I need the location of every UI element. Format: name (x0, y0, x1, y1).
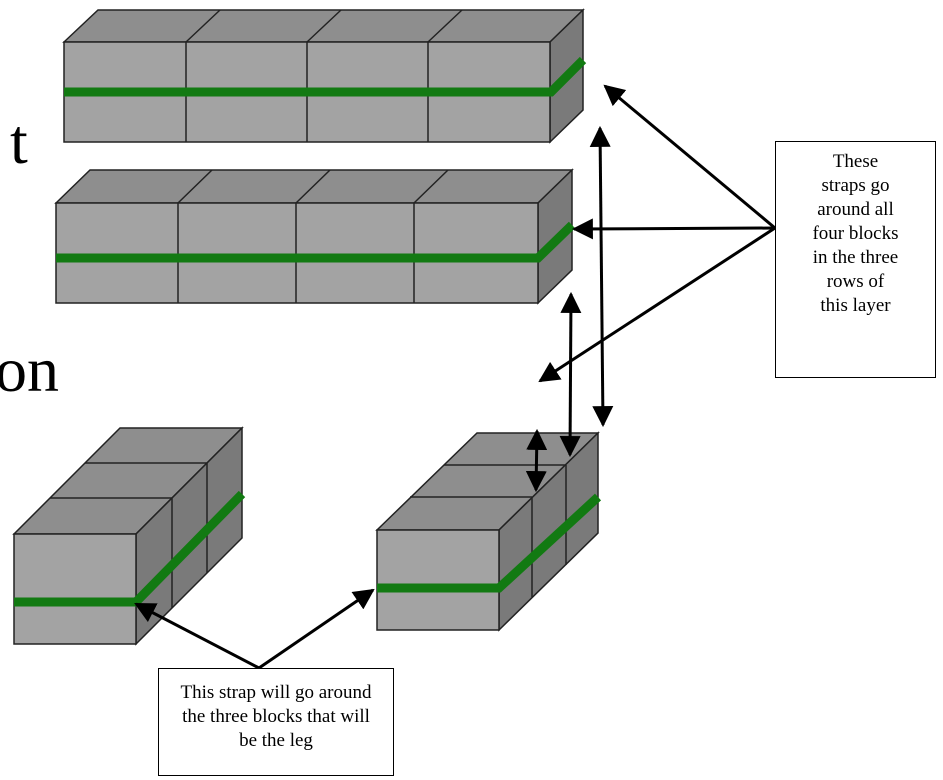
callout-leg-line: be the leg (239, 730, 313, 751)
arrow-to-row-3 (538, 226, 776, 383)
arrow-to-row-2 (571, 218, 776, 240)
left-leg-strap (14, 490, 246, 607)
partial-text-top: t (10, 106, 28, 177)
left-leg-blocks (12, 426, 246, 646)
right-leg-blocks (375, 431, 602, 632)
callout-rows-line: in the three (812, 247, 899, 268)
row-2-front-face (55, 202, 539, 304)
right-leg-front-face (376, 529, 500, 631)
callout-rows-line: These (832, 151, 879, 172)
span-arrow-middle (559, 291, 582, 458)
callout-rows-line: straps go (821, 175, 890, 196)
callout-rows-line: this layer (820, 295, 891, 316)
callout-rows-line: rows of (826, 271, 885, 292)
callout-rows-note: These straps go around all four blocks i… (775, 141, 936, 378)
left-leg-front-face (13, 533, 137, 645)
callout-leg-line: the three blocks that will (182, 706, 370, 727)
callout-arrows (134, 84, 776, 670)
arrow-to-right-leg (258, 588, 375, 670)
callout-rows-line: around all (817, 199, 894, 220)
row-1-blocks (62, 8, 587, 144)
callout-leg-line: This strap will go around (180, 682, 372, 703)
callout-rows-line: four blocks (812, 223, 899, 244)
partial-text-middle: on (0, 334, 59, 405)
arrow-to-row-1 (603, 84, 776, 230)
span-arrow-short (525, 428, 548, 493)
span-arrow-long (589, 125, 614, 428)
row-2-blocks (54, 168, 576, 305)
row-2-strap (56, 221, 576, 263)
arrow-to-left-leg (134, 602, 260, 670)
row-1-strap (64, 56, 587, 97)
right-leg-strap (377, 493, 602, 593)
callout-leg-note: This strap will go around the three bloc… (158, 668, 394, 776)
